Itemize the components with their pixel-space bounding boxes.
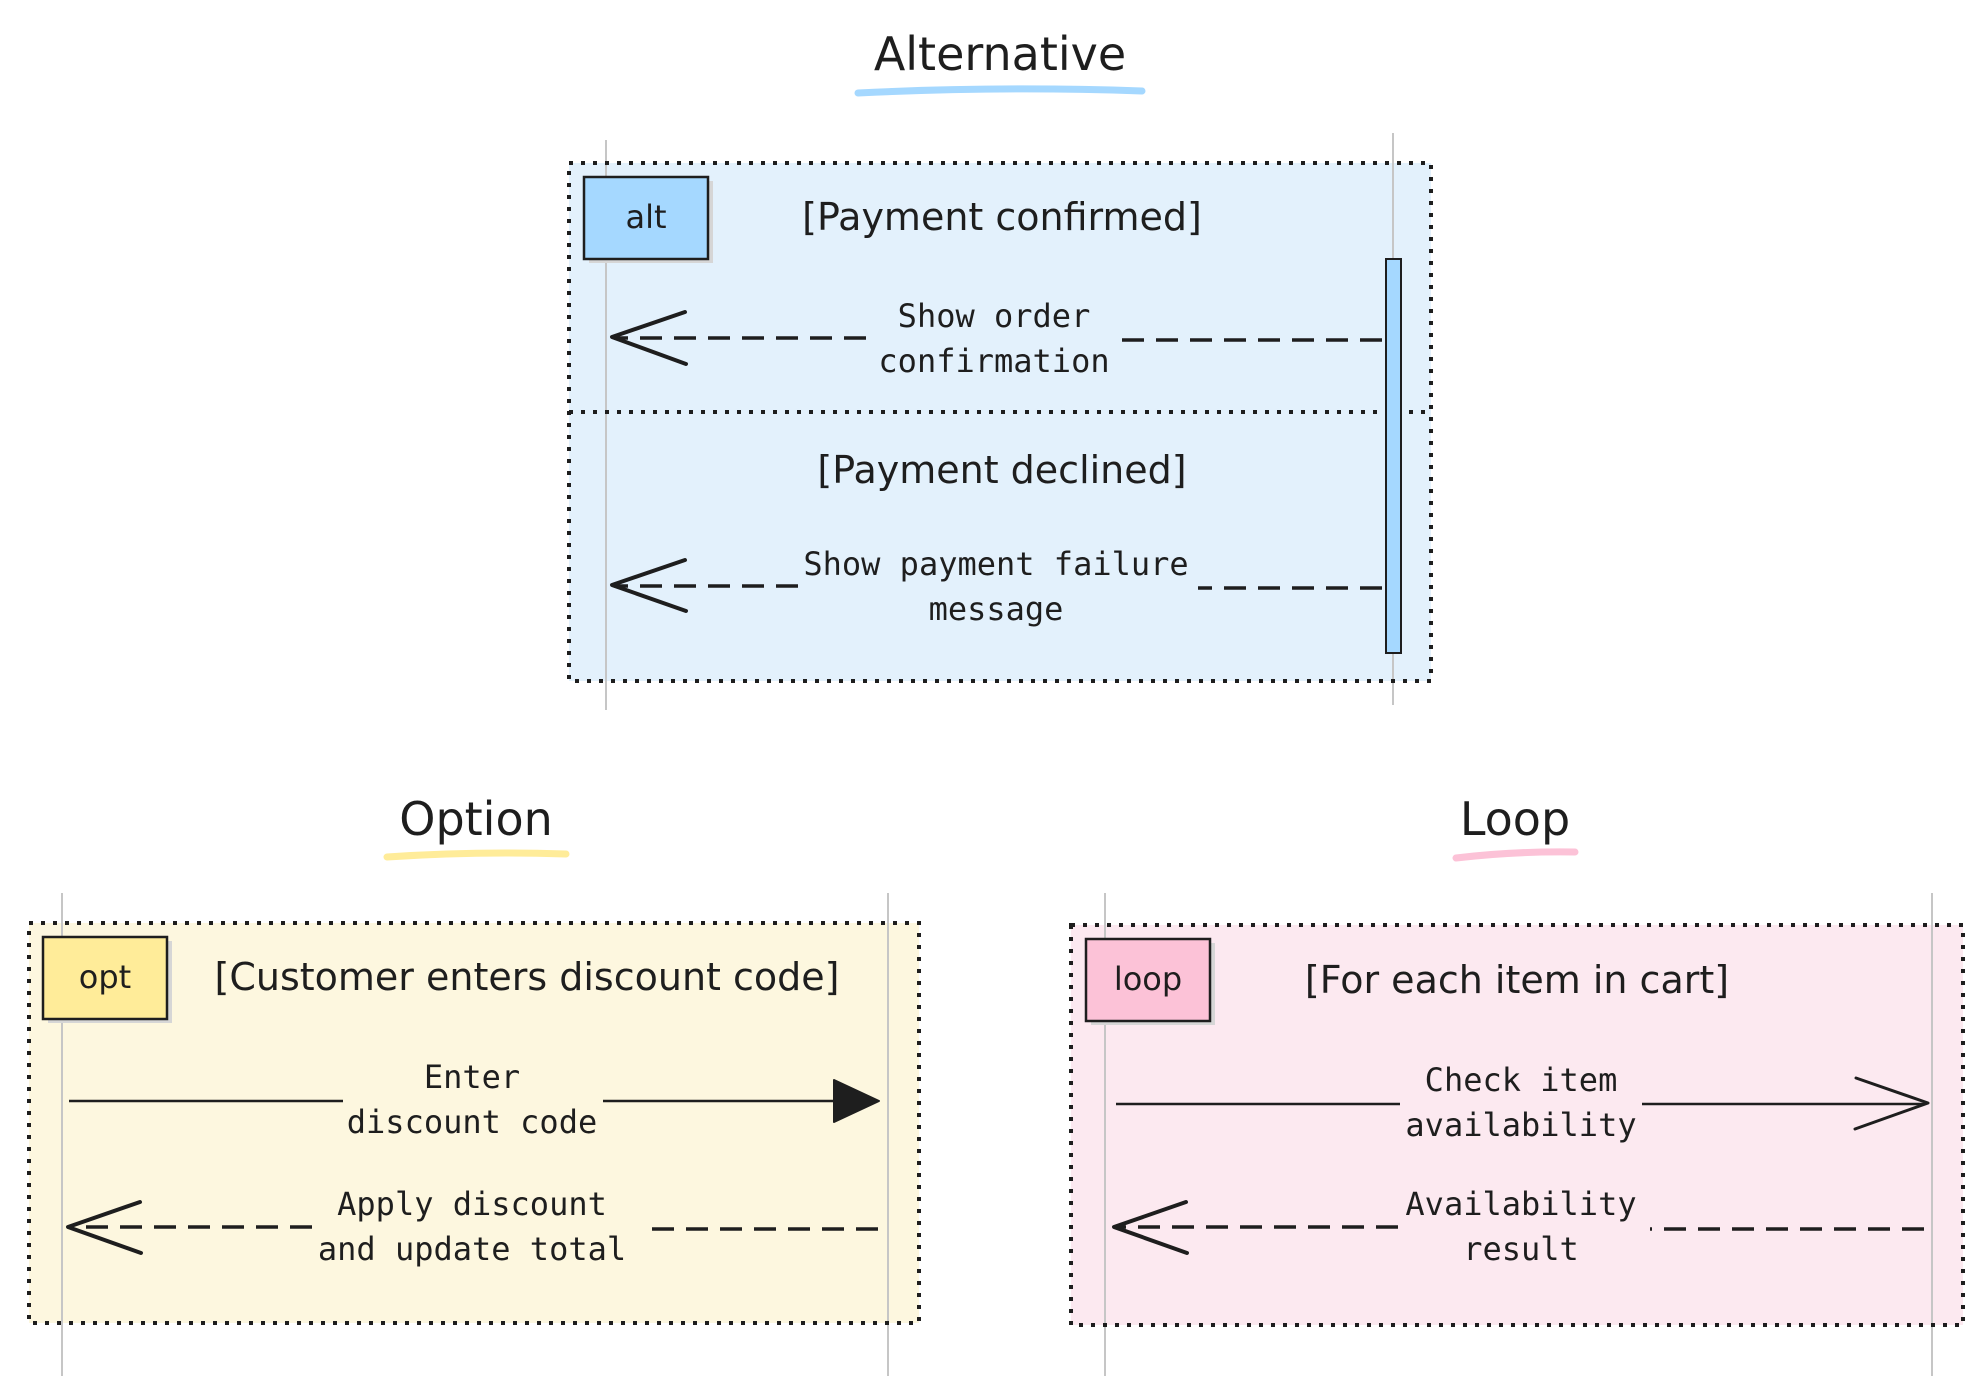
open-arrowhead-left-icon (610, 310, 688, 366)
alt-message-2-line-2: message (929, 590, 1064, 628)
loop-tag-label: loop (1114, 960, 1182, 998)
opt-tag: opt (41, 935, 172, 1023)
loop-message-2-line-1: Availability (1405, 1185, 1636, 1223)
loop-guard: [For each item in cart] (1305, 958, 1729, 1002)
open-arrowhead-right-icon (1853, 1076, 1930, 1131)
loop-message-2-line-2: result (1463, 1230, 1579, 1268)
opt-message-1-line-1: Enter (424, 1058, 520, 1096)
alternative-title: Alternative (874, 27, 1126, 81)
opt-message-1-line-2: discount code (347, 1103, 597, 1141)
loop-fragment-frame (1069, 923, 1965, 1327)
alt-message-payment-failure: Show payment failure message (610, 545, 1382, 628)
loop-tag: loop (1084, 937, 1215, 1025)
opt-fragment-frame (27, 921, 921, 1325)
loop-title-underline (1452, 848, 1579, 862)
loop-fragment-background (1071, 925, 1963, 1325)
alternative-title-underline (854, 85, 1146, 97)
alt-guard-confirmed: [Payment confirmed] (802, 195, 1202, 239)
alt-activation-bar (1385, 258, 1402, 654)
alt-message-2-line-1: Show payment failure (803, 545, 1188, 583)
opt-message-2-line-1: Apply discount (337, 1185, 607, 1223)
loop-message-1-line-1: Check item (1425, 1061, 1618, 1099)
filled-arrowhead-right-icon (833, 1079, 880, 1123)
alt-tag-label: alt (625, 198, 666, 236)
opt-tag-label: opt (79, 958, 131, 996)
loop-section: Loop loop [For each item in cart] Check … (1069, 792, 1965, 1376)
alt-message-order-confirmation: Show order confirmation (610, 297, 1382, 380)
option-section: Option opt [Customer enters discount cod… (27, 792, 921, 1376)
alt-message-1-line-1: Show order (898, 297, 1091, 335)
alt-tag: alt (582, 175, 713, 263)
option-title-underline (383, 849, 570, 861)
alt-guard-declined: [Payment declined] (817, 448, 1186, 492)
loop-title: Loop (1460, 792, 1570, 846)
opt-message-apply-discount: Apply discount and update total (66, 1185, 878, 1268)
loop-message-1-line-2: availability (1405, 1106, 1636, 1144)
open-arrowhead-left-icon (66, 1200, 143, 1255)
open-arrowhead-left-icon (610, 558, 688, 613)
opt-message-enter-discount: Enter discount code (69, 1058, 880, 1141)
alternative-section: Alternative alt [Payment confirmed] Show… (567, 27, 1433, 710)
loop-message-check-item: Check item availability (1116, 1061, 1930, 1144)
option-title: Option (399, 792, 553, 846)
opt-fragment-background (29, 923, 919, 1323)
alt-message-1-line-2: confirmation (878, 342, 1109, 380)
loop-message-availability-result: Availability result (1112, 1185, 1924, 1268)
opt-message-2-line-2: and update total (318, 1230, 626, 1268)
opt-guard: [Customer enters discount code] (215, 955, 840, 999)
open-arrowhead-left-icon (1112, 1200, 1189, 1255)
